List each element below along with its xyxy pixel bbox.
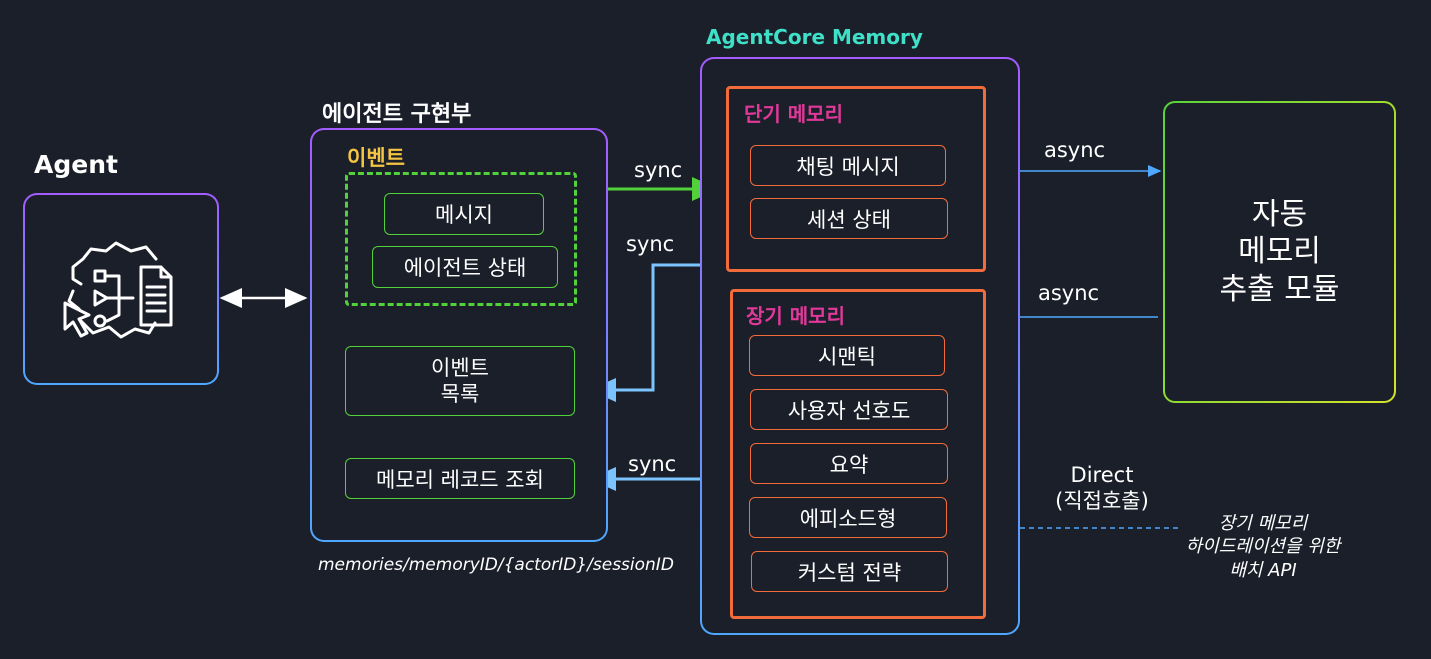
direct-label: Direct (직접호출): [1055, 463, 1149, 514]
event-list: 이벤트 목록: [345, 346, 575, 416]
extract-title: 자동 메모리 추출 모듈: [1219, 196, 1340, 307]
short-term-box: [726, 86, 986, 272]
memory-title: AgentCore Memory: [706, 25, 923, 49]
path-label: memories/memoryID/{actorID}/sessionID: [318, 555, 674, 575]
impl-box: [310, 128, 608, 542]
events-item-message: 메시지: [384, 193, 544, 235]
agent-icon: [63, 241, 173, 339]
agent-title: Agent: [34, 150, 118, 179]
short-term-item-session: 세션 상태: [750, 198, 948, 239]
short-term-item-chat: 채팅 메시지: [750, 145, 946, 186]
short-term-title: 단기 메모리: [744, 102, 843, 126]
long-term-title: 장기 메모리: [746, 304, 845, 328]
async-label-2: async: [1038, 281, 1100, 305]
event-list-label: 이벤트 목록: [431, 355, 489, 406]
long-term-item-episodic: 에피소드형: [749, 497, 947, 538]
long-term-item-summary: 요약: [750, 443, 948, 484]
sync-label-1: sync: [634, 158, 683, 182]
async-label-1: async: [1044, 138, 1106, 162]
sync-eventlist-arrow: [589, 263, 720, 402]
events-group: [345, 172, 577, 306]
impl-title: 에이전트 구현부: [322, 102, 472, 127]
long-term-item-preference: 사용자 선호도: [750, 389, 948, 430]
long-term-box: [730, 289, 986, 619]
agent-box: [23, 193, 219, 385]
long-term-item-semantic: 시맨틱: [749, 335, 945, 376]
extract-box: 자동 메모리 추출 모듈: [1163, 101, 1396, 403]
batch-api-label: 장기 메모리 하이드레이션을 위한 배치 API: [1185, 513, 1341, 581]
sync-label-2: sync: [626, 232, 675, 256]
long-term-item-custom: 커스텀 전략: [751, 551, 948, 592]
events-title: 이벤트: [347, 146, 405, 170]
events-item-agent-state: 에이전트 상태: [372, 246, 558, 288]
memory-record-query: 메모리 레코드 조회: [345, 458, 575, 499]
sync-label-3: sync: [628, 452, 677, 476]
